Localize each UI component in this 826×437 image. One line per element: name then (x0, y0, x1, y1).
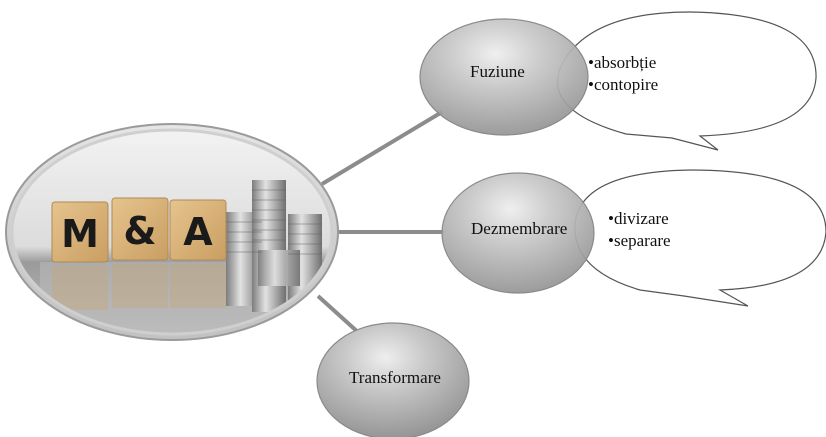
tile-m-letter: M (61, 212, 99, 256)
tile-a-letter: A (183, 210, 213, 254)
bullets-dezmembrare: •divizare •separare (608, 208, 671, 252)
node-transformare (316, 322, 470, 437)
bullet-item: •absorbție (588, 52, 658, 74)
bullets-fuziune: •absorbție •contopire (588, 52, 658, 96)
bullet-char: • (608, 209, 614, 228)
node-label-transformare: Transformare (349, 368, 441, 387)
bullet-text: divizare (613, 209, 669, 228)
bullet-char: • (588, 53, 594, 72)
node-fuziune (419, 18, 589, 136)
connector-transformare (316, 294, 362, 336)
bullet-text: separare (613, 231, 671, 250)
center-image-node: M & A (5, 123, 339, 341)
tile-reflections (52, 264, 226, 310)
bullet-char: • (608, 231, 614, 250)
node-dezmembrare (441, 172, 595, 294)
bullet-item: •contopire (588, 74, 658, 96)
bullet-char: • (588, 75, 594, 94)
bullet-text: absorbție (593, 53, 657, 72)
bullet-item: •separare (608, 230, 671, 252)
coin-stacks (226, 180, 322, 312)
tile-m: M (51, 201, 109, 263)
connector-fuziune (320, 110, 444, 186)
tile-ampersand-letter: & (123, 209, 156, 253)
bullet-text: contopire (593, 75, 659, 94)
bullet-item: •divizare (608, 208, 671, 230)
tile-a: A (169, 199, 227, 261)
tile-ampersand: & (111, 197, 169, 261)
node-label-fuziune: Fuziune (470, 62, 525, 81)
node-label-dezmembrare: Dezmembrare (471, 219, 568, 238)
